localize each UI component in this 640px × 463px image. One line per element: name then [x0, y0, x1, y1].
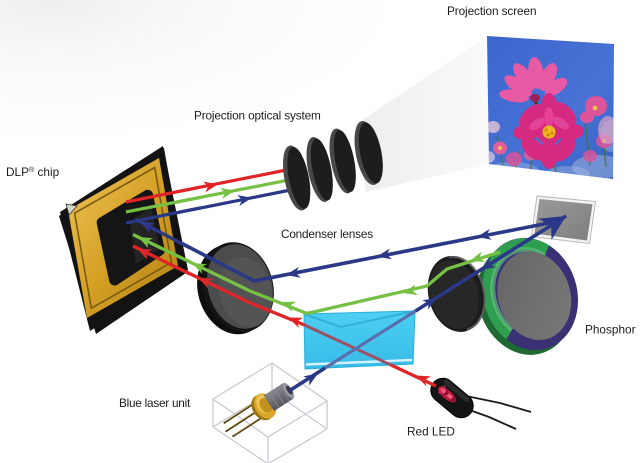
svg-text:Projection optical system: Projection optical system — [194, 109, 321, 123]
svg-text:Condenser lenses: Condenser lenses — [281, 227, 373, 241]
svg-text:Red LED: Red LED — [407, 425, 455, 439]
svg-text:DLP® chip: DLP® chip — [6, 165, 60, 179]
svg-text:Phosphor: Phosphor — [585, 323, 636, 337]
svg-text:Blue laser unit: Blue laser unit — [119, 396, 191, 410]
svg-text:Projection screen: Projection screen — [447, 4, 536, 18]
